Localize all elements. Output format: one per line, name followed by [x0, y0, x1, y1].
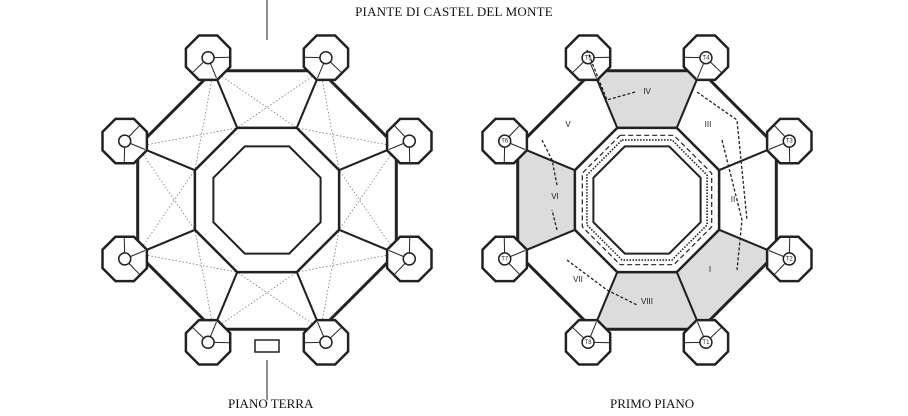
- tower-wall: [393, 262, 406, 276]
- tower-wall: [589, 321, 597, 337]
- vault-rib: [320, 70, 340, 171]
- tower-stair: [201, 335, 215, 350]
- tower-stair: [581, 335, 595, 350]
- tower-wall: [709, 326, 723, 339]
- vault-rib: [320, 229, 340, 330]
- tower-stair: [782, 134, 797, 148]
- room-number: II: [731, 195, 735, 204]
- caption-primo-piano: PRIMO PIANO: [610, 396, 695, 411]
- tower-stair: [699, 50, 713, 65]
- tower-stair: [319, 50, 333, 65]
- tower-wall: [768, 142, 784, 150]
- tower-stair: [497, 252, 512, 266]
- tower-wall: [709, 61, 723, 74]
- vault-rib: [236, 271, 321, 330]
- tower-wall: [388, 250, 404, 258]
- route-arrow: [696, 91, 748, 221]
- vault-rib: [137, 127, 238, 147]
- tower-wall: [191, 326, 205, 339]
- vault-rib: [296, 253, 397, 273]
- portal: [254, 339, 280, 353]
- tower-label: T7: [501, 257, 509, 263]
- room-number: III: [705, 120, 712, 129]
- tower-label: T5: [585, 55, 593, 61]
- room-number: VI: [551, 192, 559, 201]
- tower-stair: [699, 335, 713, 350]
- inner-wall: [193, 126, 341, 274]
- vault-rib: [137, 146, 196, 231]
- tower-wall: [697, 63, 705, 79]
- tower-stair: [402, 252, 417, 266]
- tower-wall: [329, 61, 343, 74]
- tower-wall: [128, 262, 141, 276]
- diagram-title: PIANTE DI CASTEL DEL MONTE: [355, 4, 553, 19]
- tower-stair: [497, 134, 512, 148]
- tower-wall: [393, 124, 406, 138]
- tower-wall: [130, 142, 146, 150]
- tower-wall: [128, 124, 141, 138]
- gallery-path: [586, 139, 708, 261]
- vault-rib: [137, 253, 238, 273]
- tower-stair: [782, 252, 797, 266]
- tower-label: T6: [501, 139, 509, 145]
- courtyard: [592, 145, 702, 255]
- plan-piano-terra: [101, 0, 433, 400]
- room-number: VII: [573, 275, 583, 284]
- room-number: VIII: [641, 297, 653, 306]
- room-number: I: [709, 265, 711, 274]
- tower-wall: [388, 142, 404, 150]
- tower-label: T3: [786, 139, 794, 145]
- vault-rib: [137, 169, 196, 254]
- tower-wall: [571, 61, 585, 74]
- vault-rib: [236, 70, 321, 129]
- vault-rib: [213, 271, 298, 330]
- tower-label: T1: [702, 340, 710, 346]
- tower-wall: [589, 63, 597, 79]
- tower-wall: [773, 124, 786, 138]
- room-number: IV: [643, 87, 651, 96]
- tower-wall: [317, 321, 325, 337]
- tower-label: T4: [702, 55, 710, 61]
- tower-stair: [402, 134, 417, 148]
- inner-wall: [573, 126, 721, 274]
- vault-rib: [296, 127, 397, 147]
- tower-wall: [571, 326, 585, 339]
- tower-stair: [201, 50, 215, 65]
- courtyard: [212, 145, 322, 255]
- tower-wall: [209, 63, 217, 79]
- tower-stair: [117, 252, 132, 266]
- route-arrow: [551, 209, 558, 231]
- route-arrow: [586, 49, 636, 101]
- tower-wall: [508, 124, 521, 138]
- tower-wall: [510, 142, 526, 150]
- tower-stair: [319, 335, 333, 350]
- caption-piano-terra: PIANO TERRA: [228, 396, 314, 411]
- vault-rib: [338, 169, 397, 254]
- tower-wall: [209, 321, 217, 337]
- room-number: V: [565, 120, 571, 129]
- tower-wall: [130, 250, 146, 258]
- tower-wall: [773, 262, 786, 276]
- tower-label: T2: [786, 257, 794, 263]
- vault-rib: [213, 70, 298, 129]
- tower-wall: [508, 262, 521, 276]
- vault-rib: [194, 70, 214, 171]
- tower-stair: [117, 134, 132, 148]
- tower-wall: [510, 250, 526, 258]
- tower-wall: [768, 250, 784, 258]
- tower-wall: [191, 61, 205, 74]
- tower-wall: [697, 321, 705, 337]
- tower-wall: [329, 326, 343, 339]
- route-arrow: [721, 139, 743, 271]
- vault-rib: [194, 229, 214, 330]
- tower-wall: [317, 63, 325, 79]
- tower-label: T8: [585, 340, 593, 346]
- route-arrow: [566, 259, 638, 306]
- vault-rib: [338, 146, 397, 231]
- route-arrow: [541, 139, 558, 186]
